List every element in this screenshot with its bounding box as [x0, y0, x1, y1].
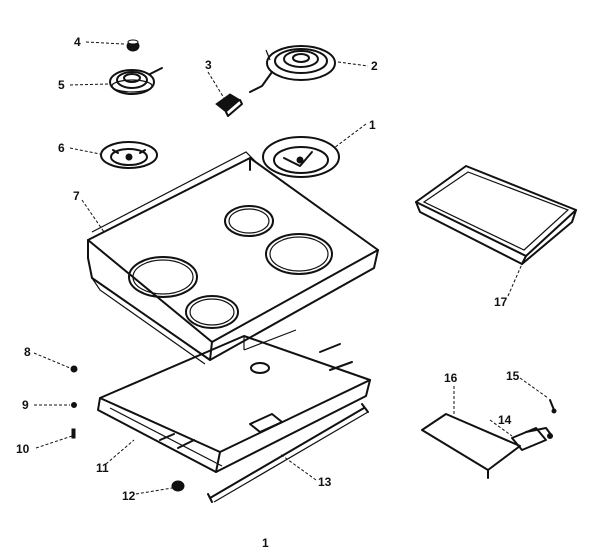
callout-8: 8 [24, 345, 31, 359]
part-11-burner-box [97, 329, 371, 473]
part-6-small-drip-bowl [100, 141, 158, 169]
callout-17: 17 [494, 295, 508, 309]
part-10-clip [71, 428, 76, 439]
part-3-terminal-block [215, 93, 243, 117]
callout-7: 7 [73, 189, 80, 203]
callout-10: 10 [16, 442, 30, 456]
part-8-screw [70, 365, 78, 373]
callout-12: 12 [122, 489, 136, 503]
callout-6: 6 [58, 141, 65, 155]
callout-2: 2 [371, 59, 378, 73]
callout-1: 1 [369, 118, 376, 132]
part-17-panel [415, 165, 577, 265]
part-15-screw [549, 399, 557, 414]
part-12-plug [171, 480, 185, 492]
cooktop-opening-left-front [128, 256, 198, 298]
callout-14: 14 [498, 413, 512, 427]
callout-5: 5 [58, 78, 65, 92]
part-2-large-coil-element [249, 45, 336, 93]
callout-11: 11 [96, 461, 109, 475]
callout-15: 15 [506, 369, 520, 383]
callout-3: 3 [205, 58, 212, 72]
part-1-large-drip-bowl [262, 136, 340, 178]
cooktop-opening-right-front [185, 295, 239, 329]
callout-13: 13 [318, 475, 332, 489]
callout-9: 9 [22, 398, 29, 412]
part-14-switch [511, 427, 553, 451]
cooktop-opening-left-rear [224, 205, 274, 237]
part-4-cap [126, 39, 140, 52]
part-13-rod [207, 403, 369, 503]
part-5-small-coil-element [109, 67, 163, 95]
leader-lines [33, 41, 549, 495]
part-16-bracket [421, 413, 521, 479]
cooktop-opening-right-rear [265, 233, 333, 275]
part-9-nut [71, 402, 77, 408]
callout-16: 16 [444, 371, 458, 385]
page-mark: 1 [262, 536, 269, 550]
callout-labels: 4 5 3 2 1 6 7 8 9 10 11 12 13 14 15 16 1… [16, 35, 520, 550]
part-7-cooktop [87, 151, 379, 365]
callout-4: 4 [74, 35, 81, 49]
